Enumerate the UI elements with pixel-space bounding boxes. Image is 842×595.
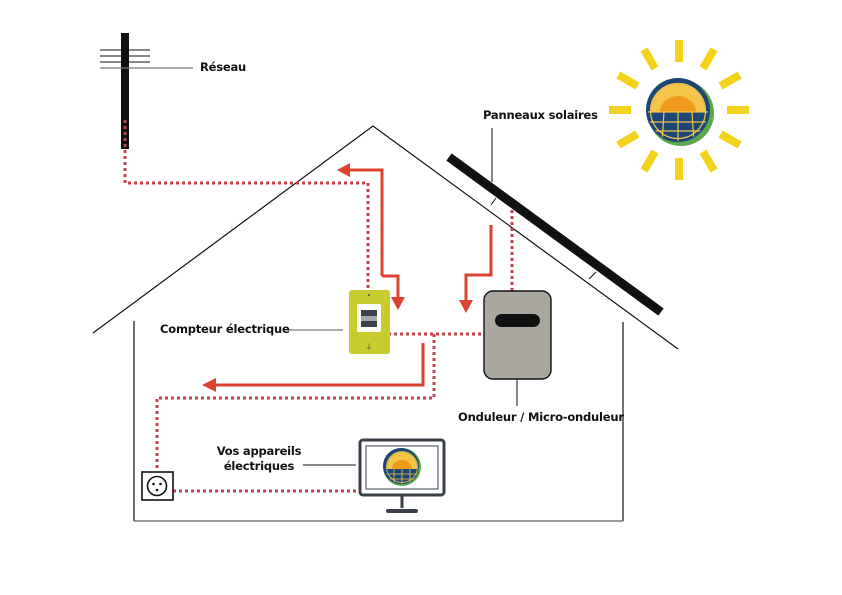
arrow-panel-to-inverter bbox=[464, 225, 493, 302]
sun-ray bbox=[699, 149, 718, 173]
arrow-to-appliances bbox=[215, 343, 425, 387]
sun-ray bbox=[699, 47, 718, 71]
label-appliances-line1: Vos appareils bbox=[216, 444, 302, 458]
utility-pole-icon bbox=[100, 33, 150, 149]
sun-ray bbox=[609, 106, 631, 114]
dotted-wires bbox=[123, 120, 514, 493]
label-solar-panels: Panneaux solaires bbox=[483, 108, 598, 122]
roof-line bbox=[92, 125, 679, 350]
arrow-import-from-grid bbox=[382, 274, 400, 298]
inverter-icon bbox=[483, 290, 552, 380]
sun-icon bbox=[609, 40, 749, 180]
label-grid: Réseau bbox=[200, 60, 247, 74]
sun-ray bbox=[675, 158, 683, 180]
sun-ray bbox=[675, 40, 683, 62]
house-outline bbox=[92, 125, 679, 522]
electric-meter-icon: ⏚ bbox=[349, 290, 390, 354]
sun-ray bbox=[640, 47, 659, 71]
label-appliances-line2: électriques bbox=[223, 459, 295, 473]
label-inverter: Onduleur / Micro-onduleur bbox=[458, 410, 624, 424]
sun-ray bbox=[718, 130, 742, 149]
flow-arrows bbox=[202, 163, 493, 392]
svg-text:⏚: ⏚ bbox=[366, 343, 373, 351]
wire-grid-to-meter bbox=[123, 120, 370, 292]
sun-ray bbox=[718, 71, 742, 90]
sun-ray bbox=[640, 149, 659, 173]
sun-ray bbox=[616, 71, 640, 90]
label-meter: Compteur électrique bbox=[160, 322, 290, 336]
sun-ray bbox=[616, 130, 640, 149]
label-appliances: Vos appareils électriques bbox=[214, 444, 304, 474]
arrow-export-to-grid bbox=[348, 168, 384, 276]
wire-house-circuit bbox=[155, 334, 436, 470]
sun-ray bbox=[727, 106, 749, 114]
solar-logo-icon-small bbox=[383, 448, 421, 486]
solar-logo-icon bbox=[646, 78, 714, 146]
solar-panel-icon bbox=[446, 153, 664, 316]
power-outlet-icon bbox=[141, 471, 174, 501]
